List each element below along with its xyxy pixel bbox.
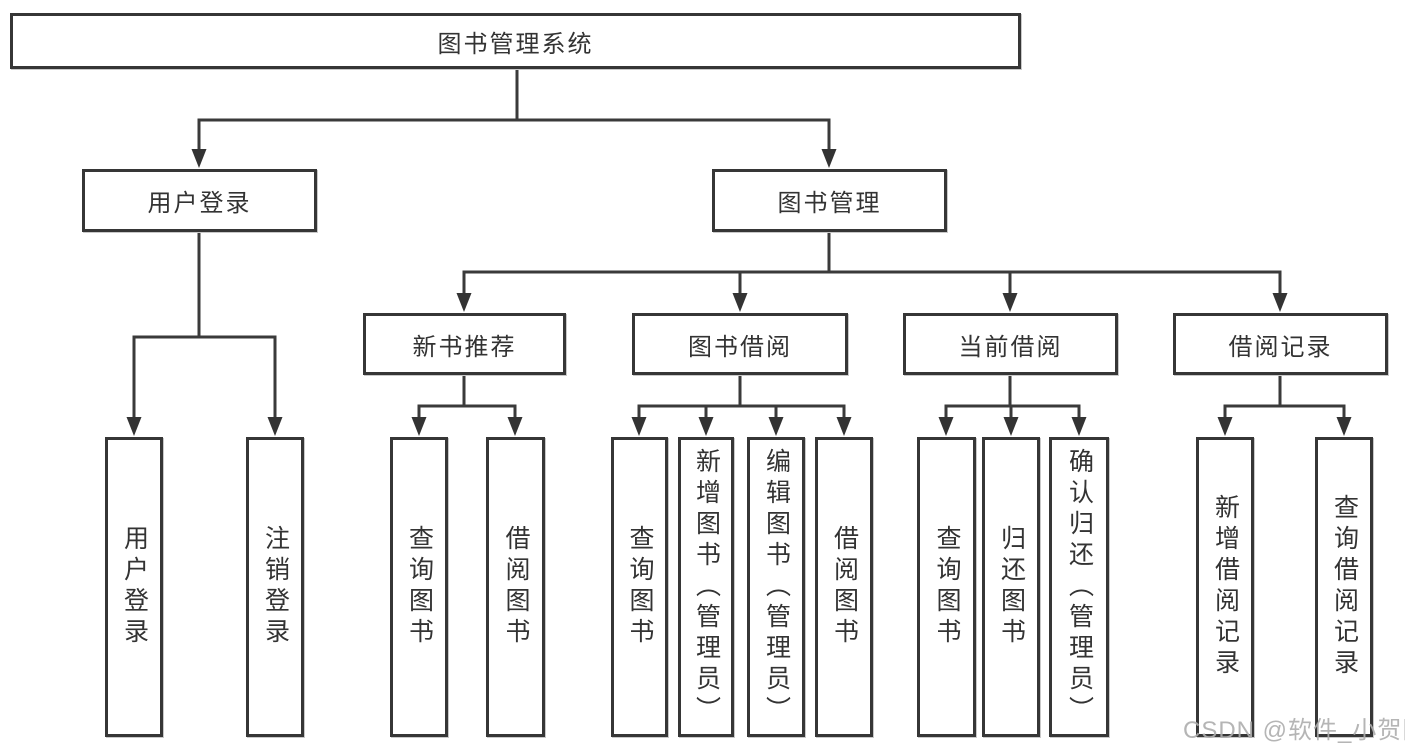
node-borrow-records: 借阅记录 [1173,313,1388,375]
leaf-query-books-current: 查询图书 [917,437,976,737]
leaf-confirm-return-admin: 确认归还（管理员） [1049,437,1109,737]
connector-user-login-branch [126,232,283,436]
csdn-watermark: CSDN @软件_小贺同学 [1183,717,1405,744]
connector-book-management-branch [456,232,1288,312]
leaf-logout: 注销登录 [246,437,304,737]
leaf-edit-books-admin: 编辑图书（管理员） [747,437,805,737]
leaf-add-books-admin: 新增图书（管理员） [678,437,734,737]
node-new-book-recommend: 新书推荐 [363,313,566,375]
node-book-management: 图书管理 [712,169,947,232]
connector-book-borrow-branch [631,375,852,436]
connector-new-book-recommend-branch [411,375,523,436]
leaf-user-login: 用户登录 [105,437,163,737]
leaf-query-books-recommend: 查询图书 [390,437,448,737]
leaf-add-borrow-record: 新增借阅记录 [1196,437,1254,737]
connector-root-to-level2 [191,68,837,168]
node-current-borrow: 当前借阅 [903,313,1118,375]
leaf-borrow-books: 借阅图书 [815,437,873,737]
node-library-management-system: 图书管理系统 [10,13,1021,69]
leaf-borrow-books-recommend: 借阅图书 [486,437,545,737]
connector-current-borrow-branch [938,375,1087,436]
connector-borrow-records-branch [1217,375,1352,436]
node-book-borrow: 图书借阅 [632,313,848,375]
node-user-login: 用户登录 [82,169,317,232]
leaf-query-books-borrow: 查询图书 [611,437,668,737]
leaf-return-books: 归还图书 [982,437,1040,737]
leaf-query-borrow-record: 查询借阅记录 [1315,437,1373,737]
